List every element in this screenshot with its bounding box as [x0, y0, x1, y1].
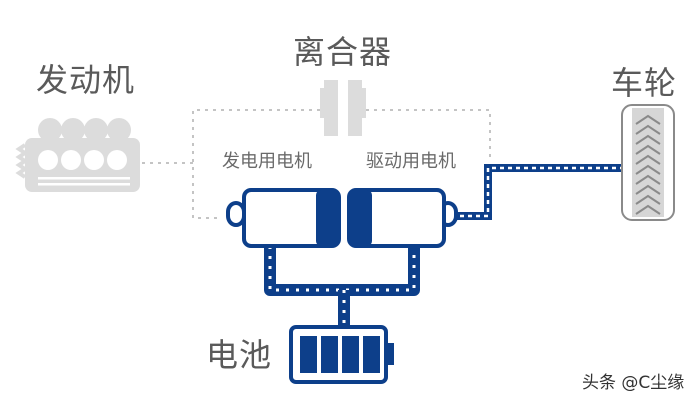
- engine-label: 发动机: [36, 61, 136, 99]
- battery-label: 电池: [206, 336, 273, 374]
- watermark: 头条 @C尘缘: [582, 373, 685, 393]
- wheel-label: 车轮: [611, 64, 678, 102]
- drive-motor-label: 驱动用电机: [366, 151, 456, 172]
- engine-icon: [15, 118, 140, 192]
- clutch-icon: [320, 80, 366, 136]
- inactive-connections: [142, 109, 491, 219]
- power-connections: [264, 164, 622, 328]
- wheel-icon: [621, 104, 675, 221]
- clutch-label: 离合器: [293, 33, 393, 71]
- drive-motor-icon: [347, 188, 458, 248]
- battery-icon: [289, 325, 394, 384]
- generator-motor-label: 发电用电机: [222, 151, 312, 172]
- generator-motor-icon: [226, 188, 341, 248]
